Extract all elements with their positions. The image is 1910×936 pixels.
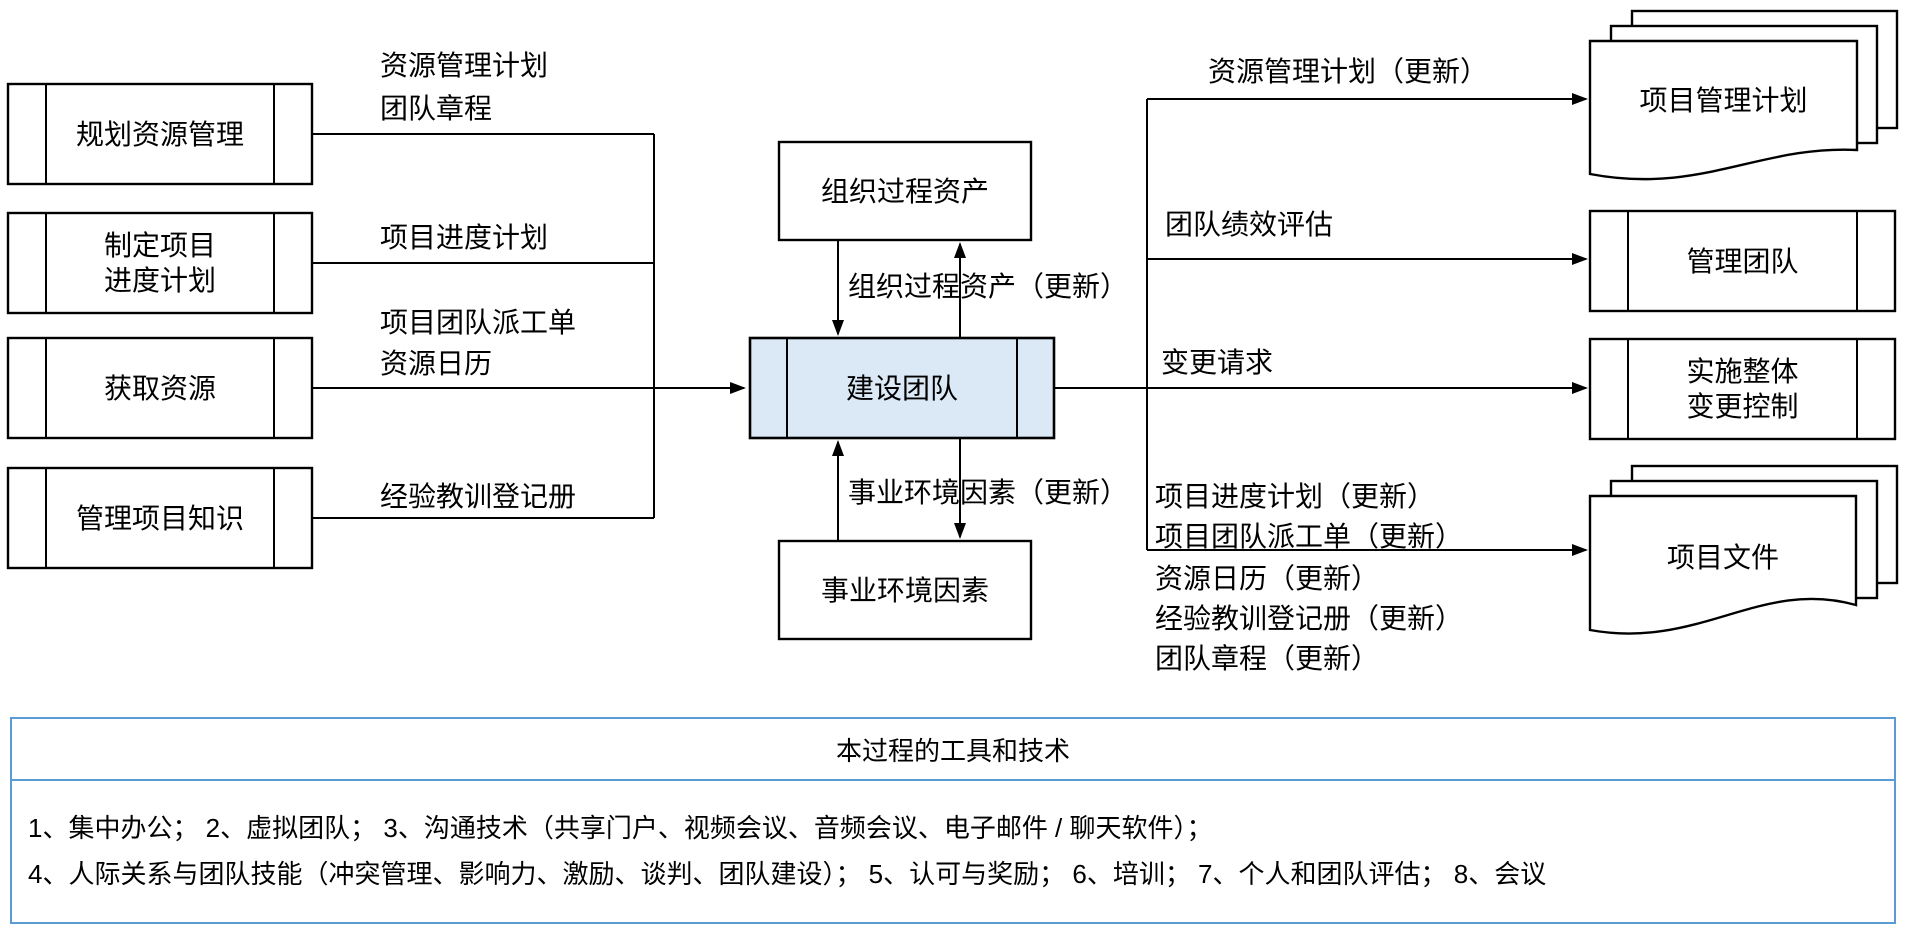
process-box-inner-bars [45, 84, 1858, 568]
document-front-page-shape [1588, 39, 1859, 181]
process-box-manage-team: 管理团队 [1686, 245, 1799, 277]
opa-update-label: 组织过程资产（更新） [848, 271, 1129, 302]
tools-line-1: 1、集中办公； 2、虚拟团队； 3、沟通技术（共享门户、视频会议、音频会议、电子… [28, 813, 1213, 843]
document-front-page-shape [1588, 494, 1858, 635]
acquire-resources-box-shape [6, 336, 314, 440]
process-box-shapes [6, 82, 1897, 641]
process-box-acquire-resources: 获取资源 [103, 372, 216, 404]
main-process-box-build-team: 建设团队 [845, 372, 958, 404]
process-box-develop-schedule: 制定项目 进度计划 [103, 230, 216, 296]
tools-and-techniques-panel: 本过程的工具和技术 1、集中办公； 2、虚拟团队； 3、沟通技术（共享门户、视频… [10, 717, 1896, 924]
project-docs-document-stack [1588, 464, 1899, 635]
process-box-plan-resource-management: 规划资源管理 [75, 118, 244, 150]
input-label-resource-calendar: 资源日历 [380, 348, 493, 379]
doc-update-label-charter: 团队章程（更新） [1155, 643, 1380, 674]
doc-update-label-assignments: 项目团队派工单（更新） [1155, 521, 1464, 552]
output-label-team-performance: 团队绩效评估 [1165, 209, 1334, 240]
plan-resource-box-shape [6, 82, 314, 186]
eef-update-label: 事业环境因素（更新） [848, 477, 1129, 508]
document-box-pm-plan: 项目管理计划 [1639, 84, 1808, 116]
input-label-lessons-register: 经验教训登记册 [380, 481, 577, 512]
document-box-project-documents: 项目文件 [1666, 542, 1779, 573]
pm-plan-document-stack [1588, 9, 1899, 181]
process-box-manage-knowledge: 管理项目知识 [75, 502, 244, 534]
develop-schedule-box-shape [6, 211, 314, 315]
input-label-team-assignments: 项目团队派工单 [380, 307, 577, 338]
eef-box: 事业环境因素 [820, 574, 989, 606]
change-control-box-shape [1588, 337, 1897, 441]
doc-update-label-lessons: 经验教训登记册（更新） [1155, 603, 1464, 634]
doc-update-label-calendar: 资源日历（更新） [1155, 563, 1380, 594]
main-box-rect [748, 336, 1056, 440]
input-label-team-charter: 团队章程 [380, 93, 493, 124]
manage-knowledge-box-shape [6, 466, 314, 570]
tools-panel-body: 1、集中办公； 2、虚拟团队； 3、沟通技术（共享门户、视频会议、音频会议、电子… [12, 781, 1894, 897]
tools-line-2: 4、人际关系与团队技能（冲突管理、影响力、激励、谈判、团队建设）； 5、认可与奖… [28, 859, 1547, 889]
input-label-schedule: 项目进度计划 [380, 222, 549, 253]
main-process-box-shape [748, 336, 1056, 440]
opa-box: 组织过程资产 [820, 175, 989, 207]
output-label-change-request: 变更请求 [1161, 347, 1274, 378]
doc-update-label-schedule: 项目进度计划（更新） [1155, 481, 1436, 512]
opa-box-shape [777, 140, 1033, 242]
output-connector-lines [1054, 93, 1588, 556]
tools-panel-title: 本过程的工具和技术 [12, 719, 1894, 781]
input-label-resource-mgmt-plan: 资源管理计划 [380, 50, 549, 81]
eef-box-shape [777, 539, 1033, 641]
center-vertical-arrows [832, 240, 966, 541]
input-connector-lines [312, 133, 746, 519]
output-label-resource-plan-update: 资源管理计划（更新） [1208, 56, 1489, 87]
process-box-perform-change-control: 实施整体 变更控制 [1686, 356, 1799, 422]
manage-team-box-shape [1588, 209, 1897, 313]
